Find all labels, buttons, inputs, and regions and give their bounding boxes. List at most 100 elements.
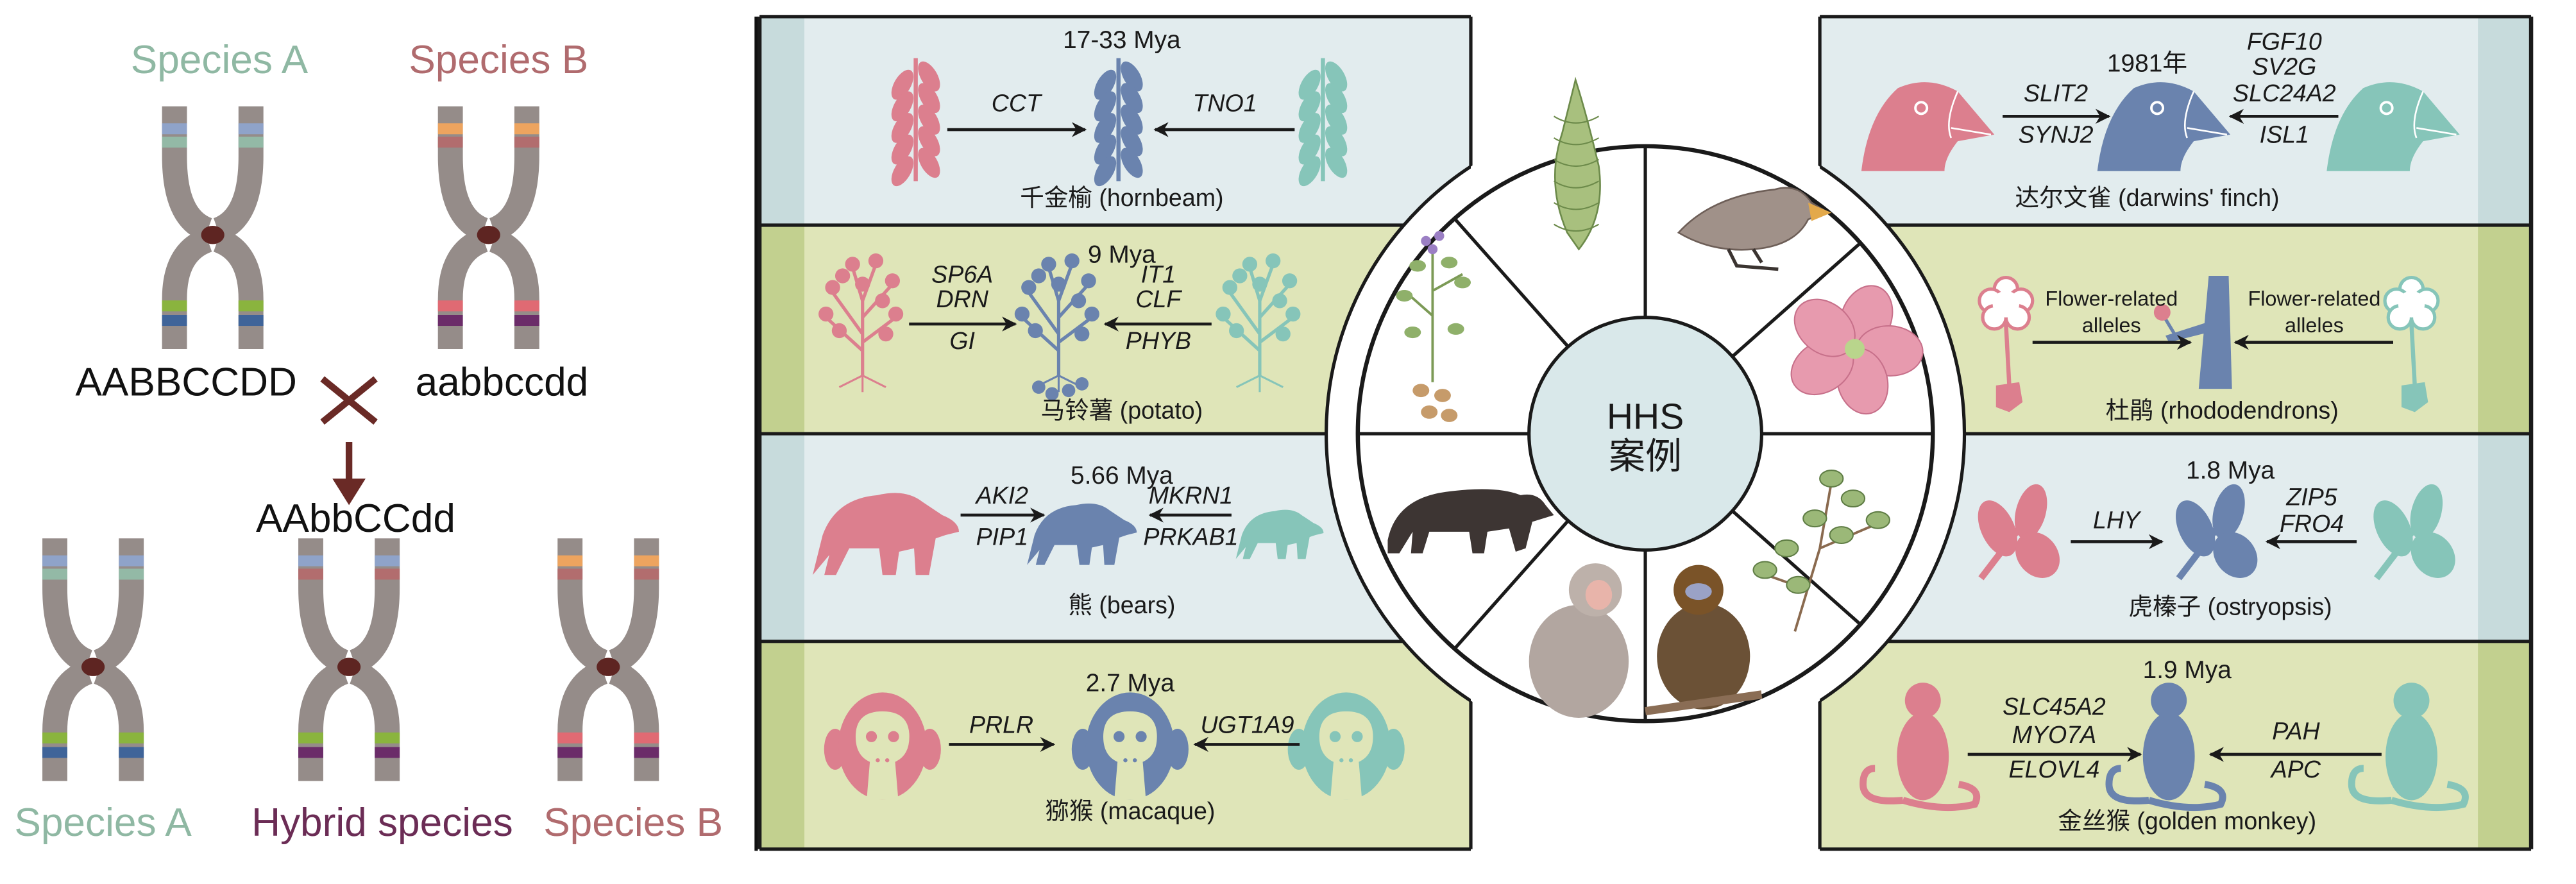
divergence-date: 5.66 Mya bbox=[1071, 462, 1173, 489]
gene-label: PRLR bbox=[969, 711, 1033, 738]
potato-plant-illustration bbox=[1396, 231, 1471, 422]
gene-label: FRO4 bbox=[2280, 510, 2344, 537]
center-circle bbox=[1527, 316, 1764, 552]
ostryopsis-leaf-parent-1-icon bbox=[1978, 484, 2060, 581]
hornbeam-catkin-illustration bbox=[1554, 76, 1601, 251]
golden-monkey-parent-2-icon bbox=[2348, 683, 2469, 812]
gene-label: PIP1 bbox=[976, 523, 1028, 550]
gene-label: ELOVL4 bbox=[2008, 756, 2099, 783]
macaque-illustration bbox=[1529, 563, 1629, 718]
gene-label: FGF10 bbox=[2247, 28, 2322, 55]
chromosome-hybrid-species bbox=[298, 538, 400, 781]
gene-label: DRN bbox=[936, 285, 988, 312]
gene-label: PHYB bbox=[1126, 327, 1191, 354]
gene-label: GI bbox=[949, 327, 975, 354]
species-label: 千金榆 (hornbeam) bbox=[1020, 184, 1223, 211]
parent-a-genotype: AABBCCDD bbox=[75, 360, 296, 404]
gene-label: Flower-related bbox=[2248, 287, 2380, 310]
rhododendron-flower-hybrid-icon bbox=[2153, 275, 2232, 389]
species-label: 金丝猴 (golden monkey) bbox=[2058, 808, 2316, 835]
gene-label: CCT bbox=[992, 90, 1043, 117]
black-bear-illustration bbox=[1387, 489, 1554, 554]
divergence-date: 1.8 Mya bbox=[2186, 457, 2275, 484]
bear-hybrid-icon bbox=[1027, 503, 1137, 565]
divergence-date: 17-33 Mya bbox=[1063, 26, 1181, 54]
chromosome-species-a bbox=[162, 106, 264, 349]
gene-label: AKI2 bbox=[975, 482, 1029, 509]
gene-label: PRKAB1 bbox=[1143, 523, 1238, 550]
species-label: 达尔文雀 (darwins' finch) bbox=[2015, 184, 2280, 211]
species-label: 虎榛子 (ostryopsis) bbox=[2129, 593, 2332, 620]
gene-label: ZIP5 bbox=[2285, 483, 2337, 510]
centromere bbox=[337, 658, 361, 676]
bear-parent-2-icon bbox=[1235, 509, 1324, 559]
arrow-down-icon bbox=[332, 442, 366, 506]
offspring-label-hybrid: Hybrid species bbox=[251, 801, 513, 845]
divergence-date: 1.9 Mya bbox=[2143, 656, 2232, 684]
potato-plant-parent-2-icon bbox=[1216, 253, 1301, 393]
case-card-rhododendron-flower: Flower-related alleles Flower-related allel… bbox=[1978, 275, 2440, 424]
gene-label: SLC24A2 bbox=[2233, 80, 2336, 106]
divergence-date: 1981年 bbox=[2107, 49, 2187, 77]
accent-strip bbox=[759, 225, 805, 434]
gene-label: IT1 bbox=[1141, 260, 1176, 287]
gene-label: SV2G bbox=[2252, 53, 2316, 80]
accent-strip bbox=[759, 641, 805, 849]
finch-head-parent-1-icon bbox=[1861, 82, 1995, 171]
species-label: 猕猴 (macaque) bbox=[1045, 797, 1215, 824]
accent-strip bbox=[759, 434, 805, 642]
species-label: 杜鹃 (rhododendrons) bbox=[2106, 397, 2339, 424]
gene-label: CLF bbox=[1135, 285, 1182, 312]
rhododendron-illustration bbox=[1790, 285, 1924, 415]
gene-label: TNO1 bbox=[1192, 90, 1257, 117]
gene-label: SYNJ2 bbox=[2019, 121, 2094, 148]
gene-label: ISL1 bbox=[2260, 121, 2309, 148]
offspring-label-species-a: Species A bbox=[14, 801, 192, 845]
divergence-date: 9 Mya bbox=[1088, 241, 1156, 268]
macaque-face-hybrid-icon bbox=[1071, 692, 1189, 800]
potato-plant-parent-1-icon bbox=[818, 253, 904, 393]
hornbeam-branch-parent-2-icon bbox=[1298, 58, 1348, 187]
centromere bbox=[477, 225, 500, 244]
chromosome-offspring-species-a bbox=[42, 538, 144, 781]
ostryopsis-illustration bbox=[1752, 469, 1890, 632]
parent-a-label: Species A bbox=[131, 38, 309, 82]
potato-plant-hybrid-icon bbox=[1014, 253, 1099, 401]
finch-head-hybrid-icon bbox=[2097, 82, 2231, 171]
gene-label: SP6A bbox=[931, 260, 993, 287]
accent-strip bbox=[2478, 641, 2532, 849]
gene-label: alleles bbox=[2285, 314, 2344, 337]
species-label: 熊 (bears) bbox=[1068, 591, 1175, 618]
gene-label: UGT1A9 bbox=[1200, 711, 1294, 738]
chromosome-offspring-species-b bbox=[557, 538, 659, 781]
hornbeam-branch-parent-1-icon bbox=[891, 58, 940, 187]
species-label: 马铃薯 (potato) bbox=[1041, 397, 1203, 424]
centromere bbox=[201, 225, 225, 244]
centromere bbox=[597, 658, 620, 676]
accent-strip bbox=[2478, 16, 2532, 225]
accent-strip bbox=[759, 16, 805, 225]
accent-strip bbox=[2478, 434, 2532, 642]
gene-label: Flower-related bbox=[2045, 287, 2178, 310]
finch-illustration bbox=[1677, 187, 1832, 271]
center-title: HHS bbox=[1607, 396, 1684, 437]
parent-b-label: Species B bbox=[409, 38, 588, 82]
gene-label: PAH bbox=[2272, 718, 2320, 745]
macaque-face-parent-1-icon bbox=[824, 692, 941, 800]
rhododendron-flower-parent-2-icon bbox=[2383, 275, 2440, 412]
chromosome-species-b bbox=[437, 106, 539, 349]
macaque-face-parent-2-icon bbox=[1287, 692, 1405, 800]
accent-strip bbox=[2478, 225, 2532, 434]
hornbeam-branch-hybrid-icon bbox=[1094, 58, 1143, 187]
gene-label: MKRN1 bbox=[1149, 482, 1233, 509]
gene-label: alleles bbox=[2082, 314, 2141, 337]
ostryopsis-leaf-hybrid-icon bbox=[2176, 484, 2258, 581]
golden-monkey-hybrid-icon bbox=[2105, 683, 2226, 812]
